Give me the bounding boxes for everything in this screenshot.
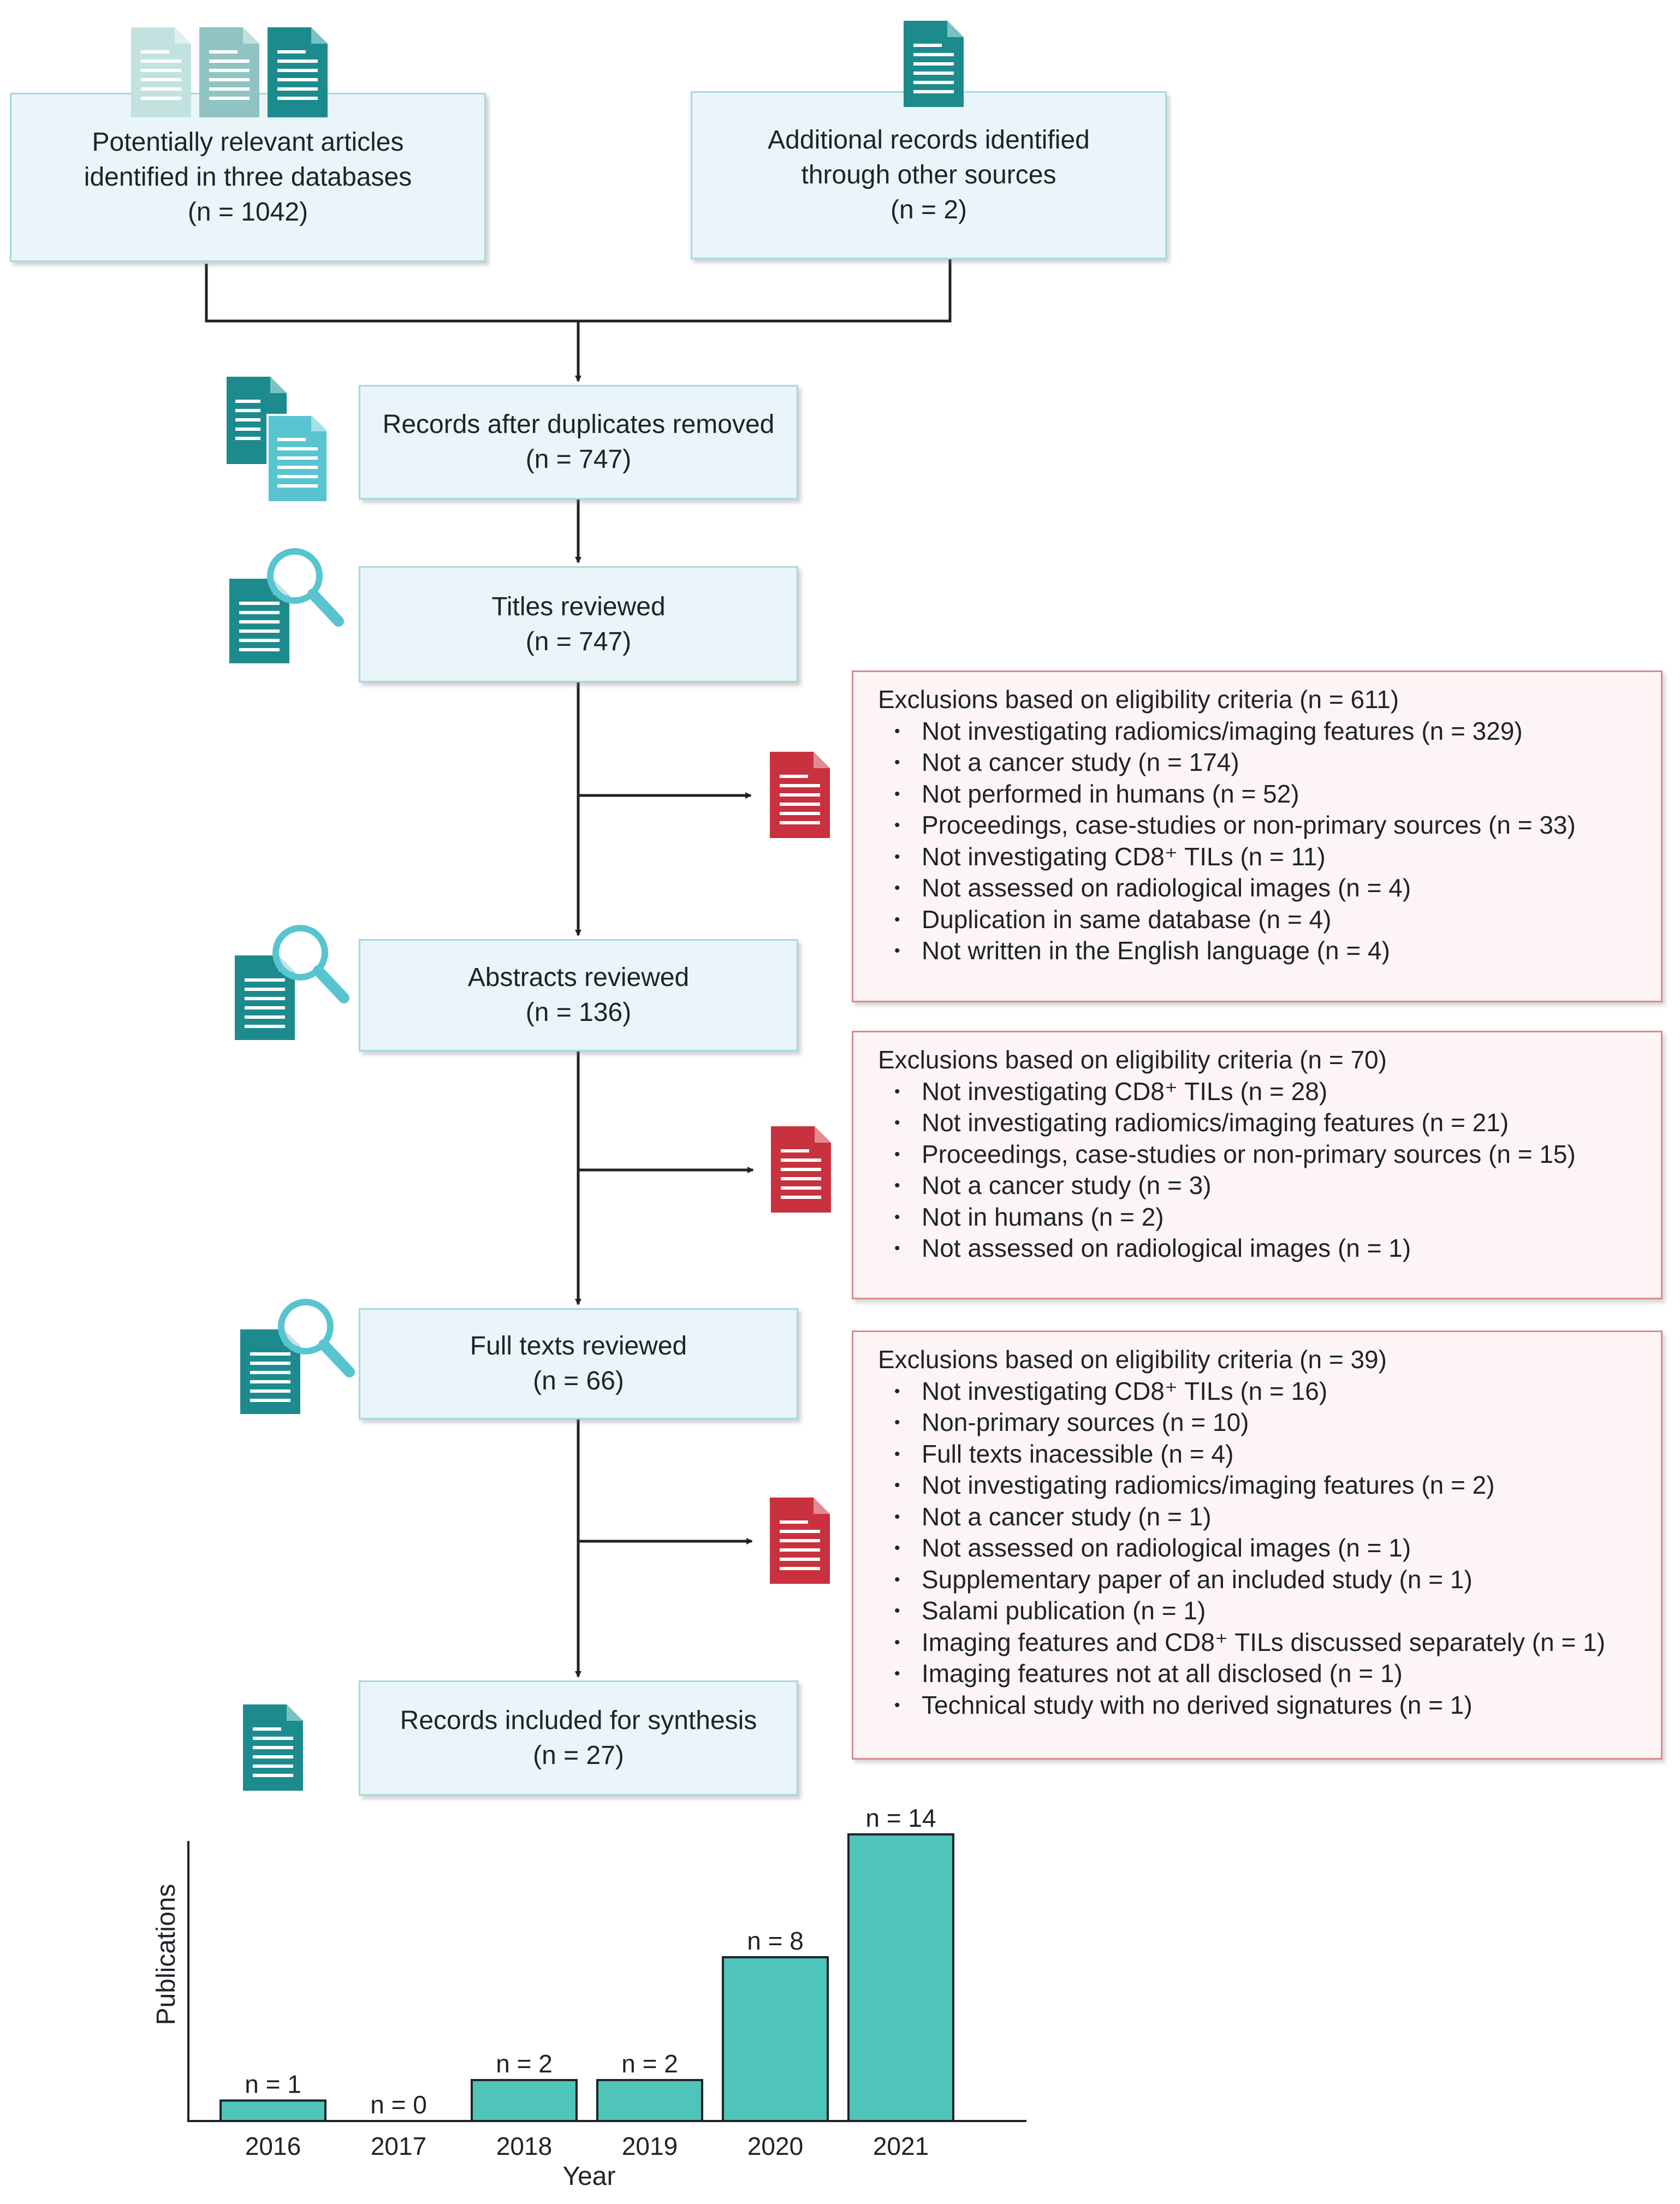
x-tick-label: 2018 <box>496 2132 552 2160</box>
bar-2018 <box>471 2079 578 2122</box>
bar-2016 <box>219 2099 326 2122</box>
x-tick-label: 2021 <box>873 2132 929 2160</box>
exclusion-item: Not assessed on radiological images (n =… <box>878 872 1661 904</box>
x-tick-label: 2019 <box>622 2132 678 2160</box>
exclusion-box-abstracts: Exclusions based on eligibility criteria… <box>852 1031 1663 1299</box>
other-sources-box: Additional records identified through ot… <box>691 91 1167 259</box>
exclusion-item: Proceedings, case-studies or non-primary… <box>878 810 1661 841</box>
other-sources-count: (n = 2) <box>890 195 967 224</box>
abstracts-reviewed-count: (n = 136) <box>525 998 632 1027</box>
bar-value-label: n = 0 <box>370 2090 427 2119</box>
fulltexts-reviewed-label: Full texts reviewed <box>470 1332 687 1361</box>
included-count: (n = 27) <box>533 1740 624 1770</box>
x-axis-label: Year <box>563 2162 616 2191</box>
included-box: Records included for synthesis (n = 27) <box>359 1680 798 1796</box>
databases-line-1: Potentially relevant articles <box>92 128 404 157</box>
abstracts-reviewed-label: Abstracts reviewed <box>467 963 690 992</box>
y-axis-label: Publications <box>152 1884 181 2025</box>
other-sources-line-1: Additional records identified <box>768 126 1090 155</box>
included-label: Records included for synthesis <box>400 1706 757 1735</box>
duplicate-documents-icon <box>227 377 329 503</box>
duplicates-removed-box: Records after duplicates removed (n = 74… <box>359 385 798 500</box>
bar-value-label: n = 8 <box>747 1927 804 1955</box>
exclusion-item: Full texts inacessible (n = 4) <box>878 1439 1661 1470</box>
excluded-document-icon <box>770 1498 830 1584</box>
titles-reviewed-count: (n = 747) <box>525 627 632 656</box>
exclusion-item: Duplication in same database (n = 4) <box>878 904 1661 936</box>
excluded-document-icon <box>770 752 830 838</box>
exclusion-item: Not investigating radiomics/imaging feat… <box>878 1470 1661 1501</box>
document-icon <box>243 1704 303 1791</box>
exclusion-item: Not investigating CD8⁺ TILs (n = 11) <box>878 841 1661 873</box>
databases-box: Potentially relevant articles identified… <box>10 93 486 262</box>
databases-count: (n = 1042) <box>187 198 308 227</box>
exclusion-heading: Exclusions based on eligibility criteria… <box>878 1045 1387 1074</box>
exclusion-item: Not investigating CD8⁺ TILs (n = 28) <box>878 1076 1661 1108</box>
x-tick-label: 2017 <box>371 2132 426 2160</box>
document-search-icon <box>240 1299 355 1414</box>
exclusion-item: Not investigating CD8⁺ TILs (n = 16) <box>878 1376 1661 1407</box>
document-search-icon <box>235 925 349 1040</box>
titles-reviewed-box: Titles reviewed (n = 747) <box>359 566 798 682</box>
bar-2020 <box>722 1956 829 2122</box>
bar-2019 <box>596 2079 703 2122</box>
exclusion-item: Not assessed on radiological images (n =… <box>878 1233 1661 1264</box>
exclusion-item: Not written in the English language (n =… <box>878 935 1661 967</box>
exclusion-item: Non-primary sources (n = 10) <box>878 1407 1661 1439</box>
databases-line-2: identified in three databases <box>84 163 412 192</box>
excluded-document-icon <box>771 1126 831 1213</box>
exclusion-item: Imaging features not at all disclosed (n… <box>878 1658 1661 1690</box>
exclusion-item: Imaging features and CD8⁺ TILs discussed… <box>878 1627 1661 1659</box>
duplicates-removed-count: (n = 747) <box>525 445 632 474</box>
exclusion-item: Not investigating radiomics/imaging feat… <box>878 716 1661 747</box>
titles-reviewed-label: Titles reviewed <box>491 592 666 621</box>
bar-value-label: n = 1 <box>245 2070 301 2099</box>
exclusion-heading: Exclusions based on eligibility criteria… <box>878 685 1399 714</box>
exclusion-item: Not assessed on radiological images (n =… <box>878 1532 1661 1564</box>
exclusion-box-fulltexts: Exclusions based on eligibility criteria… <box>852 1330 1663 1760</box>
other-sources-line-2: through other sources <box>801 161 1056 189</box>
exclusion-item: Not a cancer study (n = 3) <box>878 1170 1661 1202</box>
fulltexts-reviewed-count: (n = 66) <box>533 1367 624 1395</box>
publications-bar-chart: Publications Year n = 1 2016 n = 0 2017 n = … <box>152 1804 1026 2191</box>
exclusion-item: Not a cancer study (n = 1) <box>878 1501 1661 1533</box>
flow-connectors <box>205 259 952 1678</box>
exclusion-item: Not investigating radiomics/imaging feat… <box>878 1107 1661 1139</box>
exclusion-item: Not performed in humans (n = 52) <box>878 779 1661 810</box>
exclusion-item: Salami publication (n = 1) <box>878 1595 1661 1627</box>
exclusion-item: Proceedings, case-studies or non-primary… <box>878 1139 1661 1171</box>
exclusion-item: Not in humans (n = 2) <box>878 1202 1661 1233</box>
duplicates-removed-label: Records after duplicates removed <box>382 410 775 439</box>
bar-value-label: n = 2 <box>621 2049 678 2078</box>
fulltexts-reviewed-box: Full texts reviewed (n = 66) <box>359 1308 798 1419</box>
bar-2021 <box>847 1833 954 2122</box>
document-stack-icon <box>131 27 328 117</box>
document-search-icon <box>229 548 344 663</box>
exclusion-box-titles: Exclusions based on eligibility criteria… <box>852 670 1663 1002</box>
exclusion-item: Not a cancer study (n = 174) <box>878 747 1661 779</box>
bar-value-label: n = 14 <box>865 1804 936 1832</box>
exclusion-heading: Exclusions based on eligibility criteria… <box>878 1345 1387 1374</box>
x-tick-label: 2016 <box>245 2132 301 2160</box>
merge-connector <box>205 259 952 323</box>
abstracts-reviewed-box: Abstracts reviewed (n = 136) <box>359 939 798 1051</box>
bar-value-label: n = 2 <box>496 2049 553 2078</box>
exclusion-item: Technical study with no derived signatur… <box>878 1690 1661 1721</box>
exclusion-item: Supplementary paper of an included study… <box>878 1564 1661 1596</box>
document-icon <box>904 21 964 107</box>
x-tick-label: 2020 <box>747 2132 803 2160</box>
